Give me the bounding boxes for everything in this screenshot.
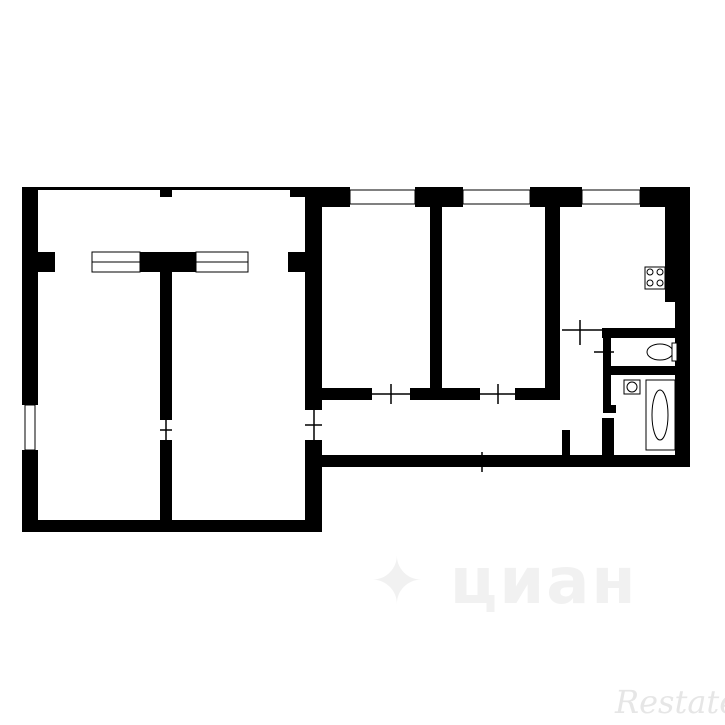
wall xyxy=(603,405,616,413)
wall xyxy=(562,430,570,460)
stove-icon xyxy=(644,266,666,290)
cian-watermark-text: циан xyxy=(449,545,638,619)
wall xyxy=(602,418,614,460)
wall xyxy=(410,388,480,400)
windows xyxy=(24,189,641,451)
wall xyxy=(665,207,675,302)
wall xyxy=(675,187,690,467)
wall xyxy=(611,366,690,375)
walls xyxy=(22,187,690,532)
wall xyxy=(430,207,442,390)
toilet-icon xyxy=(646,342,678,362)
wall xyxy=(160,272,172,420)
wall xyxy=(322,388,372,400)
wall xyxy=(415,187,463,207)
window xyxy=(349,189,416,205)
wall xyxy=(322,455,690,467)
restate-watermark: Restate xyxy=(615,683,725,721)
wall xyxy=(603,338,611,413)
window xyxy=(462,189,531,205)
wall xyxy=(545,207,560,390)
wall xyxy=(290,187,305,197)
wall xyxy=(530,187,582,207)
wall xyxy=(515,388,560,400)
wall xyxy=(602,328,690,338)
cian-watermark: ✦ циан xyxy=(370,545,638,619)
wall xyxy=(160,440,172,532)
window xyxy=(581,189,641,205)
window xyxy=(24,404,36,451)
wall xyxy=(140,252,196,272)
wall xyxy=(160,187,172,197)
wall xyxy=(305,187,322,410)
doors xyxy=(160,320,614,472)
wall xyxy=(288,252,305,272)
wall xyxy=(22,187,38,405)
sink-icon xyxy=(623,379,641,395)
wall xyxy=(305,440,322,532)
wall xyxy=(38,252,55,272)
wall xyxy=(305,187,350,207)
wall xyxy=(22,520,322,532)
wall xyxy=(22,450,38,532)
bathtub-icon xyxy=(645,379,676,451)
